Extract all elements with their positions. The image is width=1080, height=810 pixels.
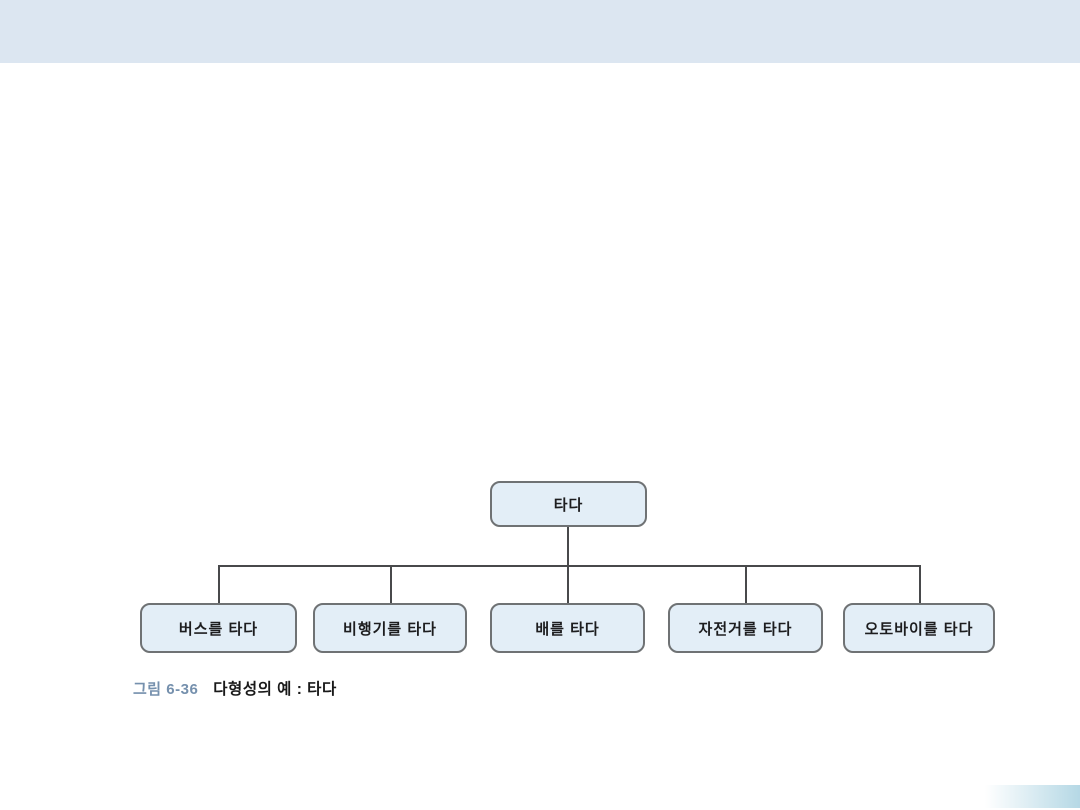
connector-child-stub-2 — [390, 565, 392, 603]
figure-number-label: 그림 6-36 — [133, 681, 199, 698]
tree-node-child-bicycle: 자전거를 타다 — [668, 603, 823, 653]
connector-child-stub-3 — [567, 565, 569, 603]
tree-node-child-bus: 버스를 타다 — [140, 603, 297, 653]
figure-title: 다형성의 예 : 타다 — [213, 681, 337, 698]
connector-child-stub-1 — [218, 565, 220, 603]
bottom-accent-band — [985, 785, 1080, 808]
connector-child-stub-4 — [745, 565, 747, 603]
connector-horizontal-bar — [218, 565, 920, 567]
figure-caption: 그림 6-36 다형성의 예 : 타다 — [133, 677, 337, 699]
connector-child-stub-5 — [919, 565, 921, 603]
tree-node-child-ship: 배를 타다 — [490, 603, 645, 653]
tree-node-child-motorcycle: 오토바이를 타다 — [843, 603, 995, 653]
top-band — [0, 0, 1080, 63]
connector-root-stem — [567, 527, 569, 565]
tree-node-root: 타다 — [490, 481, 647, 527]
tree-node-child-airplane: 비행기를 타다 — [313, 603, 467, 653]
